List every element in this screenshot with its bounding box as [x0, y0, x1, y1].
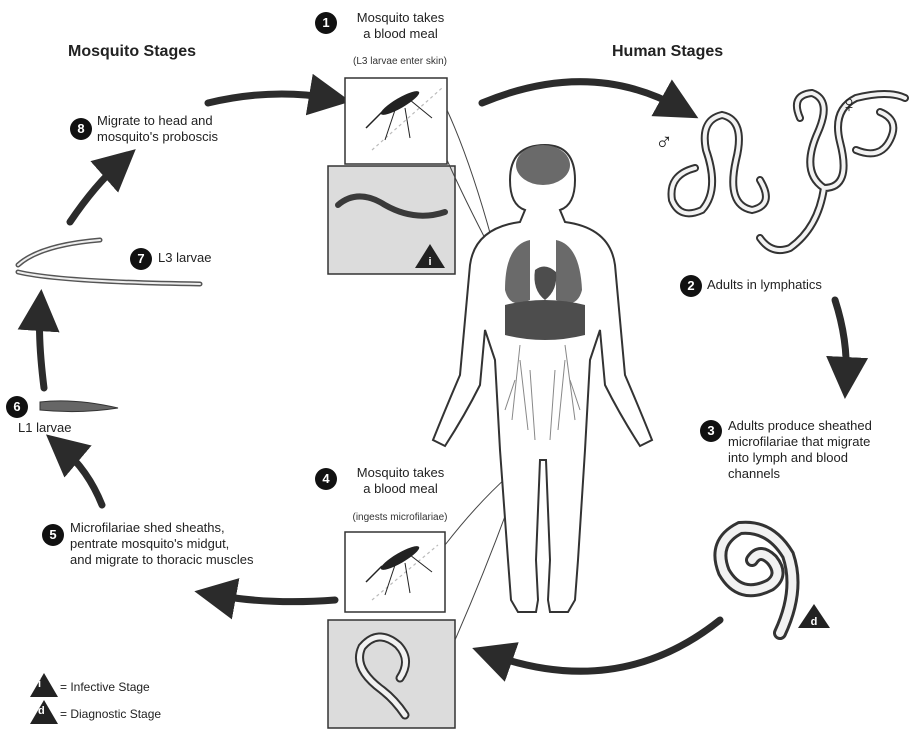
- arrow-5-to-6: [62, 448, 102, 505]
- step-6-label: L1 larvae: [18, 420, 71, 436]
- step-4-number: 4: [315, 468, 337, 490]
- arrow-1-to-2: [482, 82, 680, 108]
- panel-l3-larva: i: [328, 166, 455, 274]
- legend-infective-label: = Infective Stage: [60, 680, 150, 695]
- svg-text:i: i: [428, 256, 431, 268]
- male-worm-icon: [671, 115, 765, 213]
- step-7-number: 7: [130, 248, 152, 270]
- l1-larva-step6: [40, 401, 118, 412]
- legend-diagnostic-label: = Diagnostic Stage: [60, 707, 161, 722]
- step-1-label: Mosquito takes a blood meal: [338, 10, 463, 42]
- sheathed-microfilaria: d: [720, 528, 830, 633]
- step-2-number: 2: [680, 275, 702, 297]
- step-1-sublabel: (L3 larvae enter skin): [330, 56, 470, 68]
- female-worm-icon: [760, 93, 905, 250]
- step-7-label: L3 larvae: [158, 250, 211, 266]
- step-3-number: 3: [700, 420, 722, 442]
- svg-text:d: d: [811, 616, 818, 628]
- step-5-number: 5: [42, 524, 64, 546]
- step-2-label: Adults in lymphatics: [707, 277, 822, 293]
- adult-worms: [671, 93, 905, 250]
- body-outline: [433, 145, 652, 612]
- arrow-4-to-5: [215, 595, 335, 602]
- male-symbol: ♂: [655, 128, 673, 157]
- step-4-label: Mosquito takes a blood meal: [338, 465, 463, 497]
- step-8-number: 8: [70, 118, 92, 140]
- step-4-sublabel: (ingests microfilariae): [330, 512, 470, 524]
- panel-microfilaria: [328, 620, 455, 728]
- step-6-number: 6: [6, 396, 28, 418]
- arrow-2-to-3: [835, 300, 846, 378]
- brain-icon: [516, 145, 570, 185]
- human-body: [433, 145, 652, 612]
- panel-mosquito-bottom: [345, 532, 445, 612]
- arrow-7-to-8: [70, 163, 120, 222]
- arrow-3-to-4: [492, 620, 720, 671]
- step-3-label: Adults produce sheathed microfilariae th…: [728, 418, 913, 481]
- digestive-organs-icon: [505, 300, 585, 340]
- arrow-6-to-7: [40, 310, 45, 388]
- panel-mosquito-top: [345, 78, 447, 164]
- l1-larva-step6-icon: [40, 401, 118, 412]
- human-stages-header: Human Stages: [612, 42, 723, 62]
- infective-stage-icon: [30, 673, 58, 697]
- legend-diagnostic-badge: d: [38, 705, 45, 718]
- step-1-number: 1: [315, 12, 337, 34]
- step-5-label: Microfilariae shed sheaths, pentrate mos…: [70, 520, 330, 568]
- arrow-8-to-1: [208, 94, 330, 103]
- legend-infective-badge: i: [38, 678, 41, 691]
- mosquito-stages-header: Mosquito Stages: [68, 42, 196, 62]
- step-8-label: Migrate to head and mosquito's proboscis: [97, 113, 267, 145]
- female-symbol: ♀: [840, 90, 858, 119]
